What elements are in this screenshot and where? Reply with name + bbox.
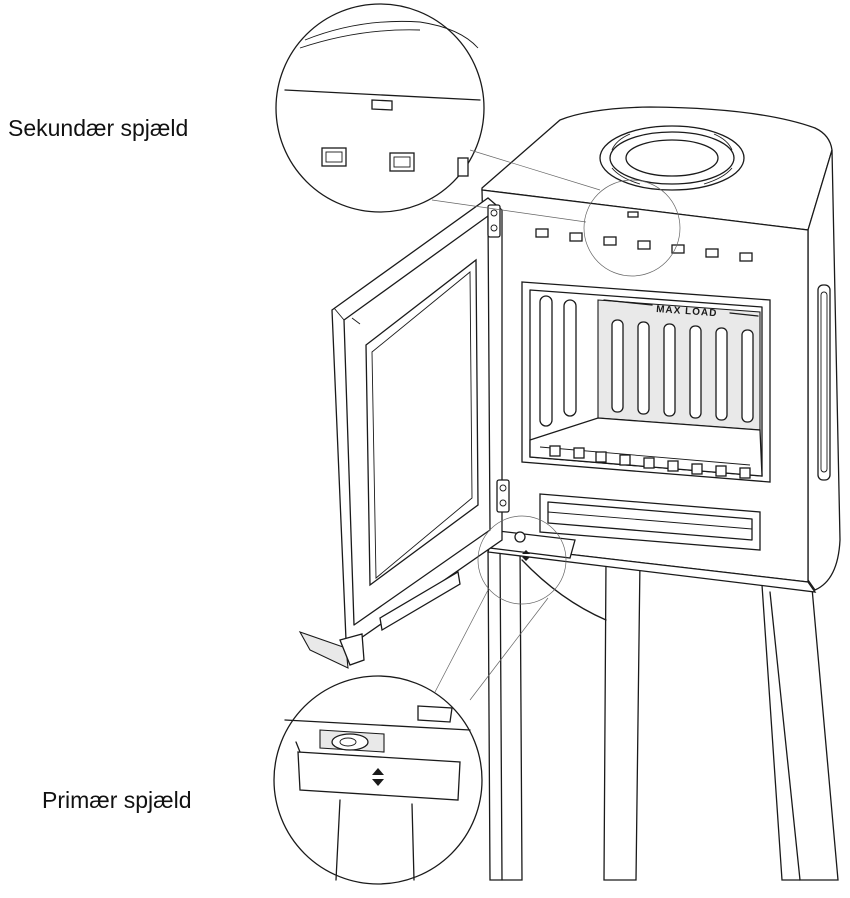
secondary-air-vents (535, 211, 753, 262)
secondary-damper-label: Sekundær spjæld (8, 115, 189, 141)
firebox: MAX LOAD (521, 281, 771, 483)
stove-legs (487, 544, 839, 881)
grate-teeth (549, 445, 751, 479)
primary-damper-label: Primær spjæld (42, 787, 192, 813)
ash-drawer (539, 493, 761, 551)
max-load-marking: MAX LOAD (656, 304, 718, 319)
detail-callouts (273, 3, 681, 885)
open-door (298, 197, 510, 669)
